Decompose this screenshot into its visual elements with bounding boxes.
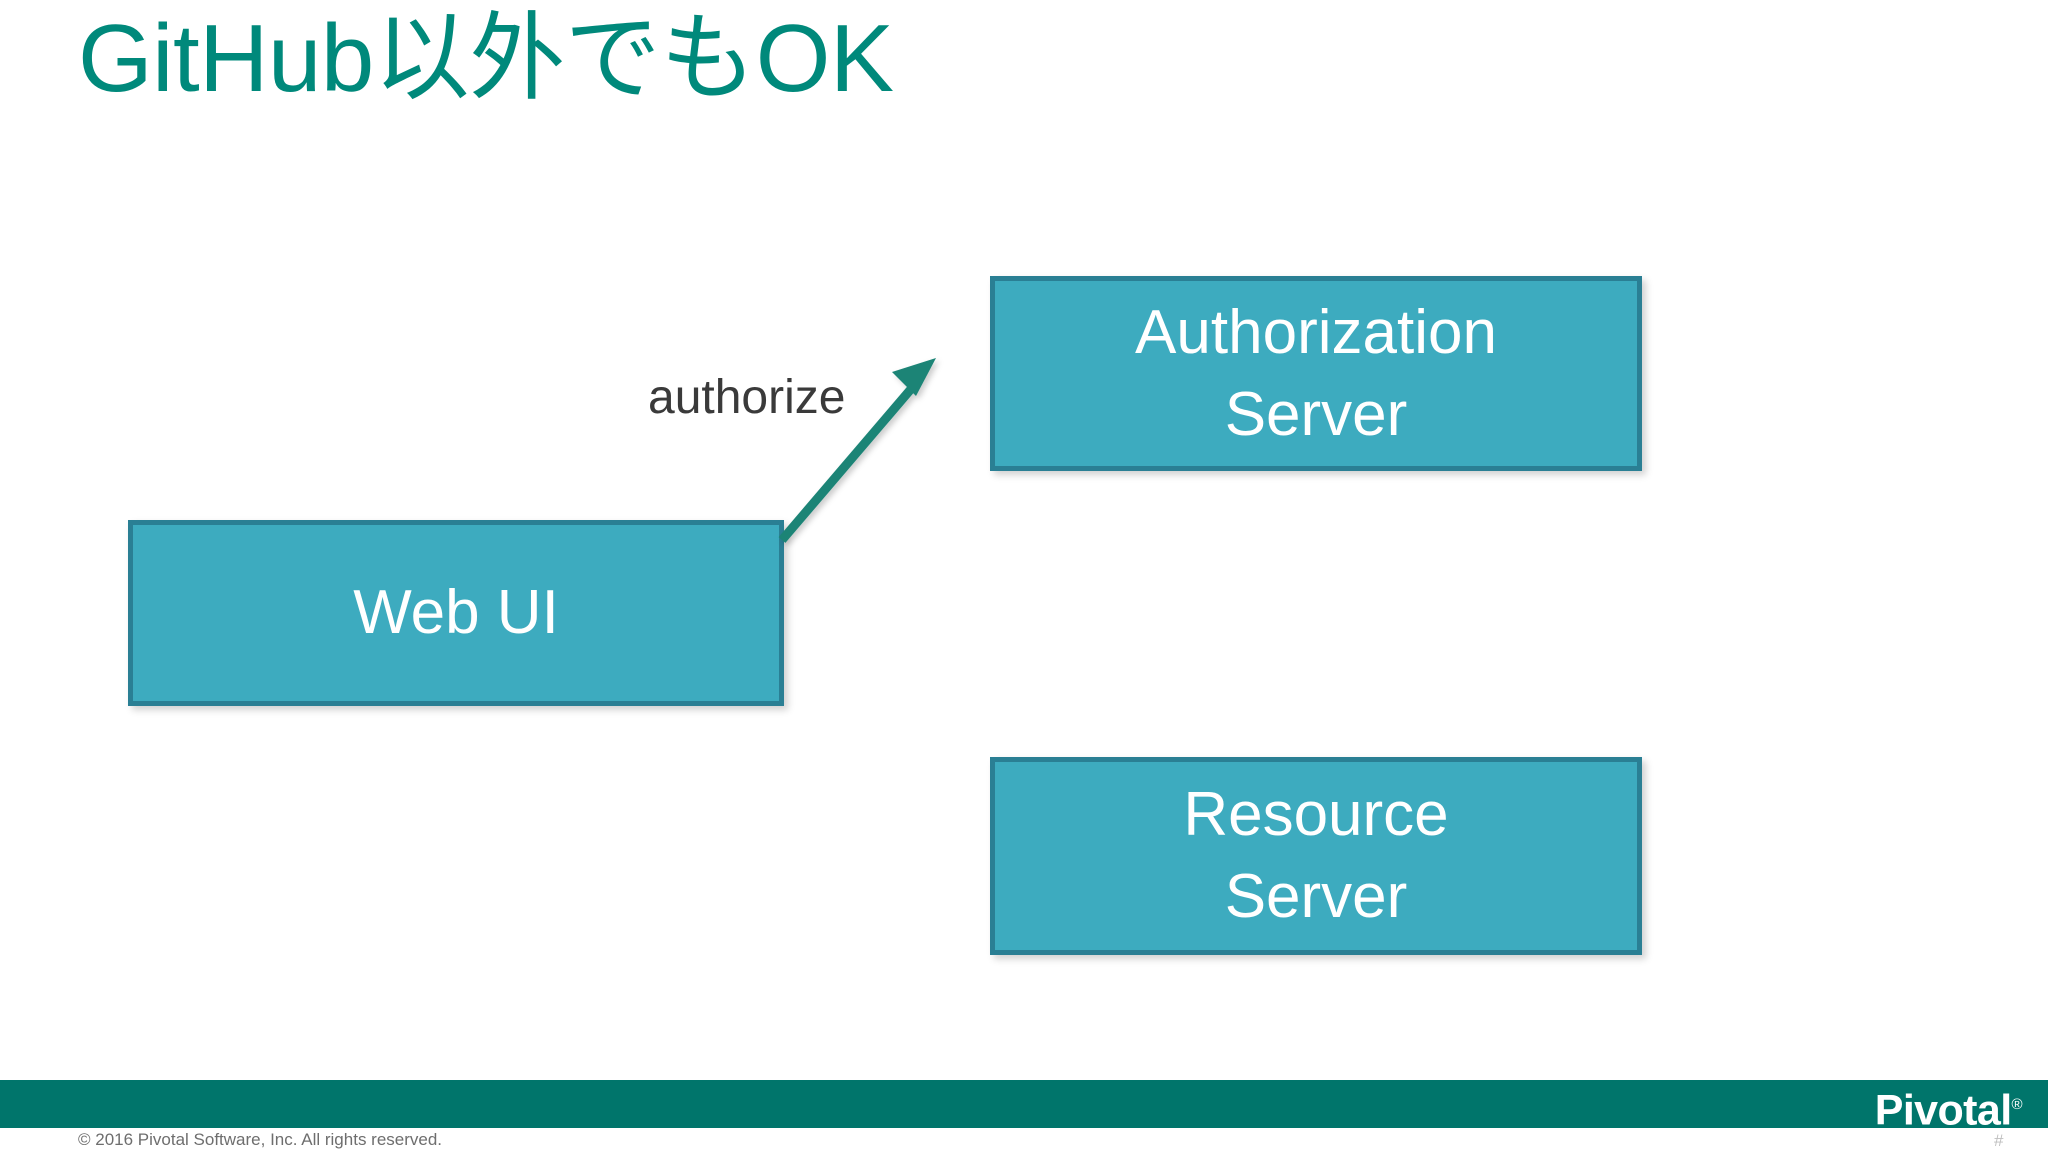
copyright-text: © 2016 Pivotal Software, Inc. All rights…	[78, 1130, 443, 1149]
footer-bar	[0, 1080, 2048, 1128]
page-number: #	[1994, 1131, 2004, 1150]
pivotal-logo: Pivotal®	[1875, 1082, 2023, 1133]
page-title: GitHub以外でもOK	[78, 5, 894, 112]
diagram-node-resource-server: Resource Server	[990, 757, 1642, 955]
diagram-node-authorization-server: Authorization Server	[990, 276, 1642, 471]
arrow-icon-authorize	[778, 358, 936, 543]
diagram-node-web-ui: Web UI	[128, 520, 784, 706]
registered-trademark-icon: ®	[2011, 1096, 2023, 1113]
pivotal-logo-wordmark: Pivotal	[1874, 1086, 2012, 1135]
edge-label-authorize: authorize	[648, 371, 846, 424]
